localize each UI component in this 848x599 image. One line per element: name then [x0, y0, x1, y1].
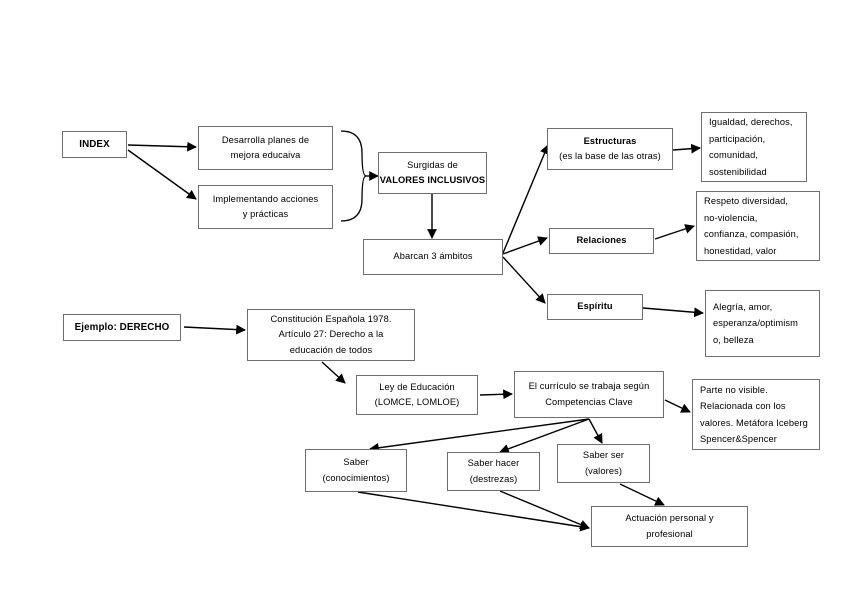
relaciones-detalle-line3: confianza, compasión,: [704, 229, 799, 239]
node-implementando-line2: y prácticas: [242, 209, 289, 219]
edge-saber-to-actuacion: [357, 491, 590, 532]
grouping-brace: [340, 130, 367, 222]
edge-constitucion-to-ley: [321, 361, 346, 384]
node-ejemplo-derecho[interactable]: Ejemplo: DERECHO: [63, 314, 181, 341]
node-espiritu-detalle[interactable]: Alegría, amor, esperanza/optimism o, bel…: [705, 290, 820, 357]
edge-curriculo-to-saberser: [588, 418, 603, 444]
node-surgidas-line1: Surgidas de: [407, 159, 458, 170]
node-ejemplo-line1: Ejemplo: DERECHO: [74, 321, 170, 333]
estructuras-detalle-line2: participación,: [709, 133, 766, 144]
node-constitucion-line3: educación de todos: [289, 344, 373, 355]
node-index-line1: INDEX: [79, 138, 110, 150]
edge-estructuras-to-detalle: [672, 143, 701, 154]
node-relaciones-line1: Relaciones: [576, 235, 627, 246]
node-desarrolla-planes[interactable]: Desarrolla planes de mejora educaiva: [198, 126, 333, 170]
node-curriculo-line2: Competencias Clave: [545, 396, 633, 407]
espiritu-detalle-line3: o, belleza: [713, 334, 754, 345]
node-saber-hacer[interactable]: Saber hacer (destrezas): [447, 452, 540, 491]
espiritu-detalle-line1: Alegría, amor,: [713, 301, 773, 312]
estructuras-detalle-line3: comunidad,: [709, 150, 759, 160]
estructuras-detalle-line4: sostenibilidad: [709, 166, 767, 177]
node-abarcan-line1: Abarcan 3 ámbitos: [393, 251, 473, 262]
node-iceberg-line3: valores. Metáfora Iceberg: [700, 417, 808, 428]
node-desarrolla-line1: Desarrolla planes de: [221, 134, 310, 145]
node-ley-line2: (LOMCE, LOMLOE): [374, 397, 460, 407]
node-saber-line1: Saber: [343, 457, 369, 467]
node-constitucion-line2: Artículo 27: Derecho a la: [278, 329, 384, 340]
edge-saberser-to-actuacion: [619, 483, 665, 506]
relaciones-detalle-line1: Respeto diversidad,: [704, 196, 789, 206]
node-estructuras-line2: (es la base de las otras): [559, 151, 661, 161]
edge-saberhacer-to-actuacion: [499, 490, 590, 530]
node-iceberg-line4: Spencer&Spencer: [700, 434, 777, 444]
node-actuacion-line2: profesional: [646, 528, 693, 539]
relaciones-detalle-line4: honestidad, valor: [704, 245, 777, 256]
node-saber-ser-line1: Saber ser: [582, 450, 625, 460]
node-espiritu-line1: Espíritu: [577, 301, 613, 312]
edge-ambitos-to-espiritu: [502, 256, 546, 304]
edge-index-to-implementando: [127, 149, 197, 200]
node-surgidas-line2: VALORES INCLUSIVOS: [379, 175, 486, 185]
node-index[interactable]: INDEX: [62, 131, 127, 158]
estructuras-detalle-line1: Igualdad, derechos,: [709, 117, 793, 127]
node-saber-ser[interactable]: Saber ser (valores): [557, 444, 650, 483]
node-constitucion-line1: Constitución Española 1978.: [270, 313, 392, 324]
node-saber-hacer-line2: (destrezas): [469, 473, 518, 484]
node-iceberg-line2: Relacionada con los: [700, 401, 786, 411]
edge-curriculo-to-iceberg: [664, 399, 691, 413]
edge-index-to-desarrolla: [127, 141, 197, 152]
node-implementando-acciones[interactable]: Implementando acciones y prácticas: [198, 185, 333, 229]
node-abarcan-ambitos[interactable]: Abarcan 3 ámbitos: [363, 239, 503, 275]
node-actuacion[interactable]: Actuación personal y profesional: [591, 506, 748, 547]
node-implementando-line1: Implementando acciones: [212, 193, 319, 204]
node-ley-educacion[interactable]: Ley de Educación (LOMCE, LOMLOE): [356, 375, 478, 415]
node-estructuras-detalle[interactable]: Igualdad, derechos, participación, comun…: [701, 112, 807, 182]
espiritu-detalle-line2: esperanza/optimism: [713, 318, 798, 329]
edge-ejemplo-to-constitucion: [183, 324, 246, 335]
node-estructuras[interactable]: Estructuras (es la base de las otras): [547, 128, 673, 170]
node-saber-line2: (conocimientos): [322, 472, 390, 483]
node-saber-ser-line2: (valores): [584, 465, 623, 476]
node-desarrolla-line2: mejora educaiva: [230, 150, 301, 160]
node-iceberg[interactable]: Parte no visible. Relacionada con los va…: [692, 379, 820, 450]
edge-ambitos-to-relaciones: [502, 236, 548, 255]
edge-ley-to-curriculo: [479, 389, 513, 400]
node-relaciones-detalle[interactable]: Respeto diversidad, no-violencia, confia…: [696, 191, 820, 261]
edge-ambitos-to-estructuras: [502, 144, 550, 254]
node-estructuras-line1: Estructuras: [583, 135, 637, 146]
node-iceberg-line1: Parte no visible.: [700, 384, 768, 395]
node-saber-hacer-line1: Saber hacer: [467, 458, 520, 468]
node-ley-line1: Ley de Educación: [379, 381, 455, 392]
node-actuacion-line1: Actuación personal y: [625, 513, 714, 523]
node-saber[interactable]: Saber (conocimientos): [305, 449, 407, 492]
relaciones-detalle-line2: no-violencia,: [704, 212, 758, 223]
node-relaciones[interactable]: Relaciones: [549, 228, 654, 254]
node-curriculo-line1: El currículo se trabaja según: [528, 381, 650, 391]
edge-relaciones-to-detalle: [654, 224, 695, 240]
node-espiritu[interactable]: Espíritu: [547, 294, 643, 320]
node-constitucion[interactable]: Constitución Española 1978. Artículo 27:…: [247, 309, 415, 361]
edge-espiritu-to-detalle: [642, 307, 704, 318]
node-surgidas-valores[interactable]: Surgidas de VALORES INCLUSIVOS: [378, 152, 487, 194]
node-curriculo-competencias[interactable]: El currículo se trabaja según Competenci…: [514, 371, 664, 418]
